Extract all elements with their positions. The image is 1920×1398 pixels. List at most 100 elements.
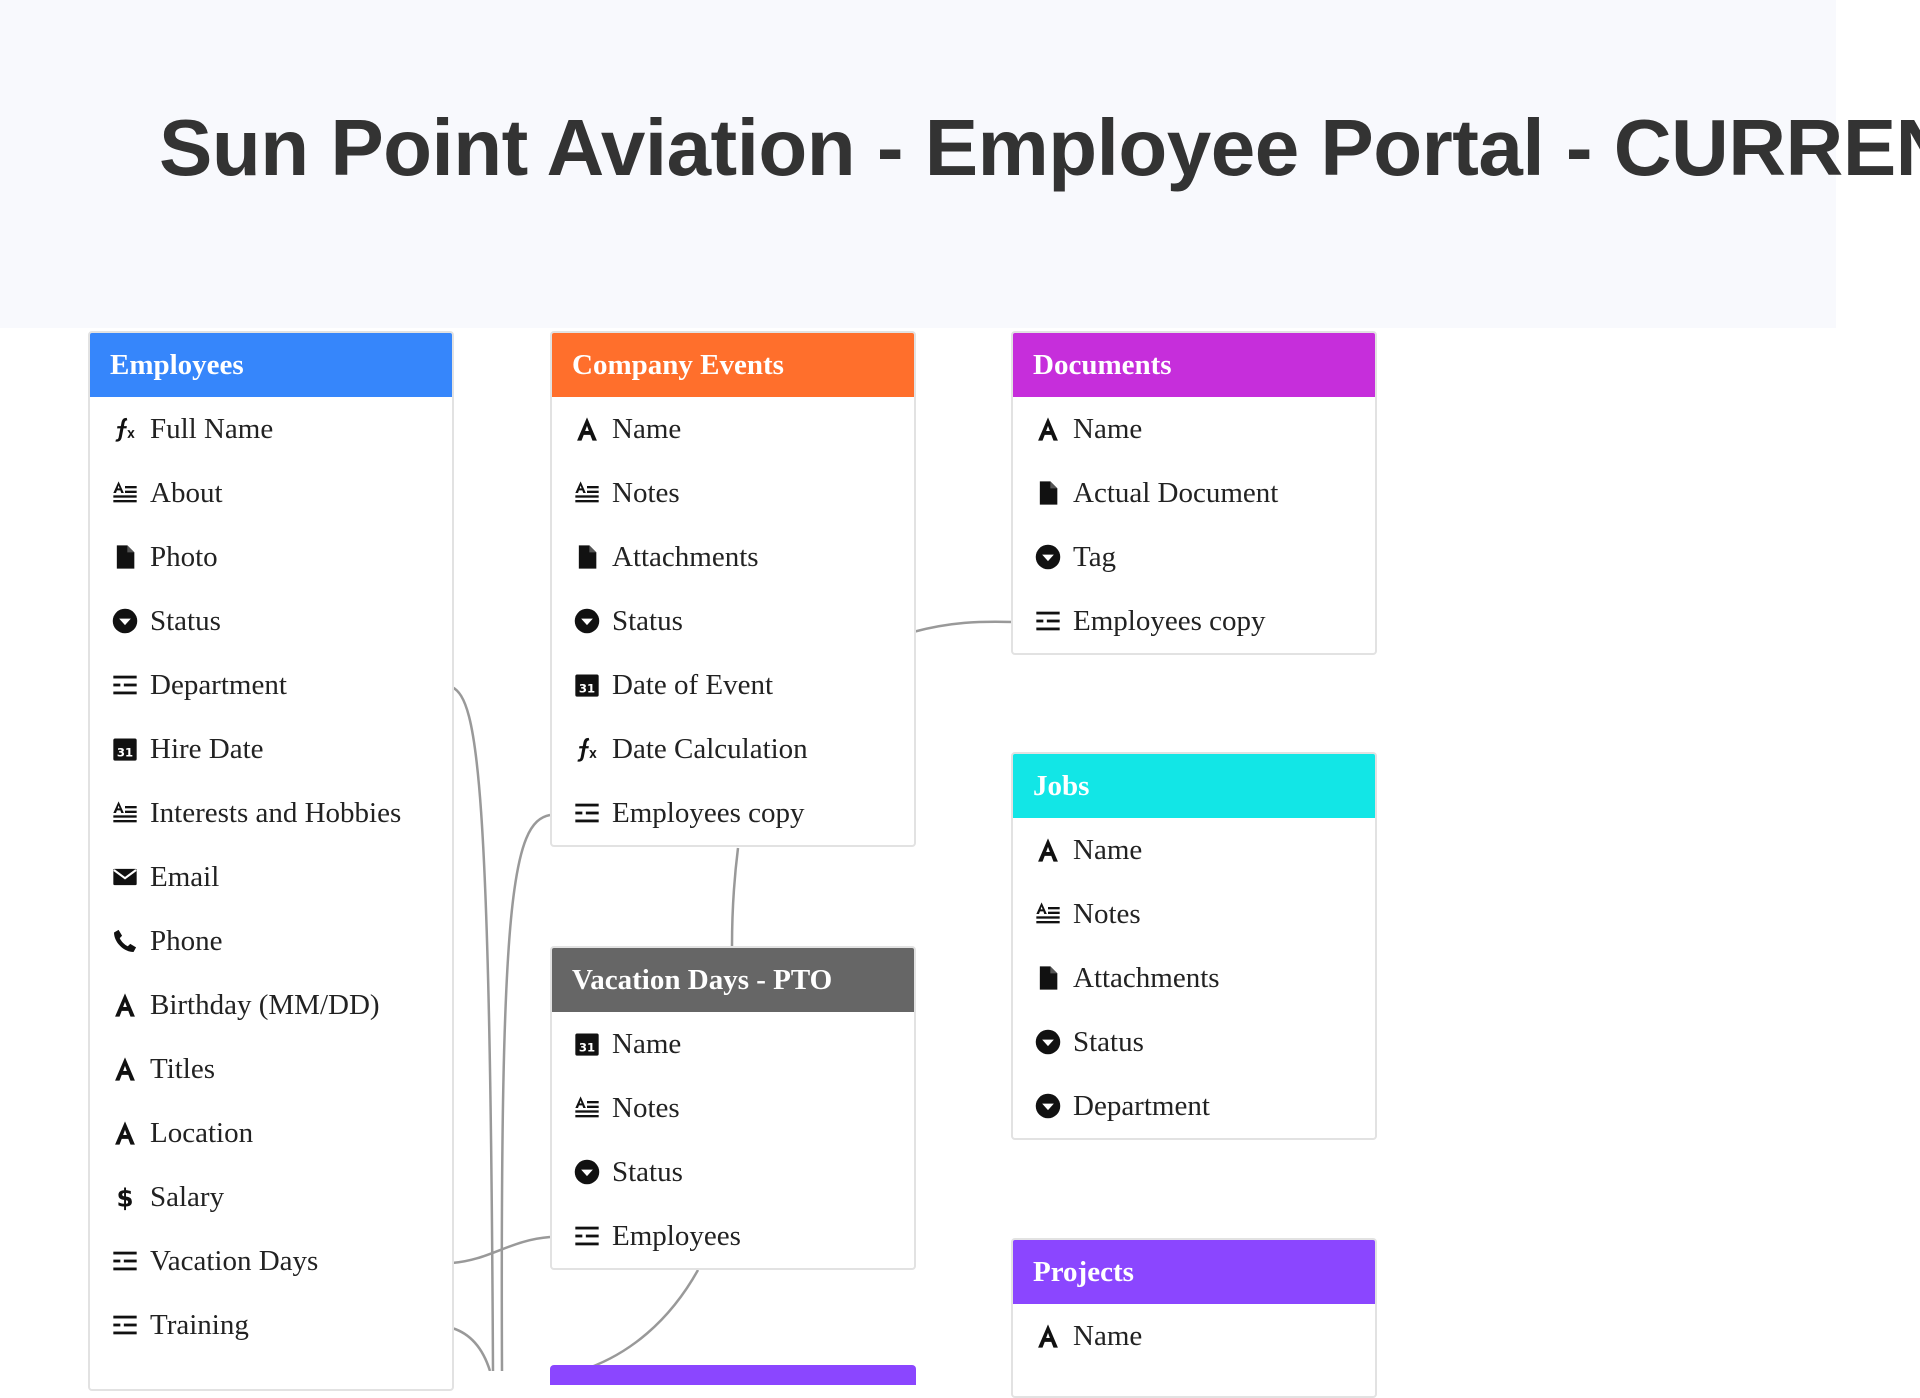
field-label: Attachments (612, 540, 759, 573)
text-icon (572, 414, 602, 444)
field-row[interactable]: Notes (552, 1076, 914, 1140)
table-header[interactable]: Documents (1013, 333, 1375, 397)
field-row[interactable]: Name (1013, 818, 1375, 882)
linked-record-icon (572, 798, 602, 828)
calendar-icon: 31 (572, 670, 602, 700)
field-row[interactable]: Name (552, 397, 914, 461)
field-row[interactable]: Employees copy (552, 781, 914, 845)
field-label: Status (150, 604, 221, 637)
calendar-icon: 31 (110, 734, 140, 764)
field-label: Date Calculation (612, 732, 808, 765)
field-label: Name (1073, 833, 1143, 866)
text-icon (110, 990, 140, 1020)
field-row[interactable]: Actual Document (1013, 461, 1375, 525)
phone-icon (110, 926, 140, 956)
field-label: Phone (150, 924, 223, 957)
field-row[interactable]: Tag (1013, 525, 1375, 589)
field-label: Employees copy (1073, 604, 1266, 637)
field-row[interactable]: Name (1013, 397, 1375, 461)
table-header[interactable]: Jobs (1013, 754, 1375, 818)
field-row[interactable]: Employees (552, 1204, 914, 1268)
field-row[interactable]: Notes (1013, 882, 1375, 946)
formula-icon (110, 414, 140, 444)
field-label: Name (1073, 412, 1143, 445)
single-select-icon (572, 606, 602, 636)
table-header[interactable]: Employees (90, 333, 452, 397)
field-label: Vacation Days (150, 1244, 319, 1277)
linked-record-icon (110, 1246, 140, 1276)
field-label: Interests and Hobbies (150, 796, 402, 829)
field-row[interactable]: Date Calculation (552, 717, 914, 781)
field-row[interactable]: Status (552, 589, 914, 653)
text-icon (110, 1118, 140, 1148)
field-label: Attachments (1073, 961, 1220, 994)
link-employees-training (451, 1326, 492, 1371)
field-row[interactable]: Phone (90, 909, 452, 973)
field-row[interactable]: 31 Name (552, 1012, 914, 1076)
field-row[interactable]: Department (90, 653, 452, 717)
table-header[interactable]: Company Events (552, 333, 914, 397)
link-events-vacation (730, 847, 740, 947)
field-label: Department (1073, 1089, 1210, 1122)
field-row[interactable]: $ Salary (90, 1165, 452, 1229)
svg-text:31: 31 (579, 682, 595, 696)
table-projects[interactable]: Projects Name (1011, 1238, 1377, 1398)
attachment-icon (572, 542, 602, 572)
attachment-icon (110, 542, 140, 572)
long-text-icon (572, 478, 602, 508)
field-row[interactable]: About (90, 461, 452, 525)
field-row[interactable]: Status (1013, 1010, 1375, 1074)
field-row[interactable]: Vacation Days (90, 1229, 452, 1293)
link-vacation-bottom (579, 1269, 700, 1371)
link-vacation-days-employees (451, 1235, 551, 1265)
field-label: Titles (150, 1052, 216, 1085)
field-label: Name (612, 1027, 682, 1060)
field-row[interactable]: Full Name (90, 397, 452, 461)
formula-icon (572, 734, 602, 764)
field-label: Employees (612, 1219, 741, 1252)
table-header[interactable]: Vacation Days - PTO (552, 948, 914, 1012)
linked-record-icon (110, 670, 140, 700)
field-row[interactable]: Interests and Hobbies (90, 781, 452, 845)
field-row[interactable]: Name (1013, 1304, 1375, 1368)
linked-record-icon (572, 1221, 602, 1251)
field-row[interactable]: Employees copy (1013, 589, 1375, 653)
field-row[interactable]: Birthday (MM/DD) (90, 973, 452, 1037)
table-header[interactable]: Projects (1013, 1240, 1375, 1304)
field-label: Notes (612, 476, 680, 509)
email-icon (110, 862, 140, 892)
field-row[interactable]: Status (90, 589, 452, 653)
field-row[interactable]: Email (90, 845, 452, 909)
currency-icon: $ (110, 1182, 140, 1212)
field-row[interactable]: Location (90, 1101, 452, 1165)
calendar-icon: 31 (572, 1029, 602, 1059)
field-row[interactable]: Training (90, 1293, 452, 1357)
field-row[interactable]: Titles (90, 1037, 452, 1101)
single-select-icon (1033, 1027, 1063, 1057)
field-row[interactable]: Status (552, 1140, 914, 1204)
svg-text:$: $ (116, 1183, 133, 1211)
field-row[interactable]: Photo (90, 525, 452, 589)
field-row[interactable]: Attachments (552, 525, 914, 589)
single-select-icon (110, 606, 140, 636)
field-row[interactable]: Department (1013, 1074, 1375, 1138)
text-icon (110, 1054, 140, 1084)
field-label: Salary (150, 1180, 225, 1213)
field-row[interactable]: Notes (552, 461, 914, 525)
long-text-icon (110, 478, 140, 508)
field-label: Notes (612, 1091, 680, 1124)
field-label: Actual Document (1073, 476, 1279, 509)
text-icon (1033, 1321, 1063, 1351)
field-row[interactable]: Attachments (1013, 946, 1375, 1010)
